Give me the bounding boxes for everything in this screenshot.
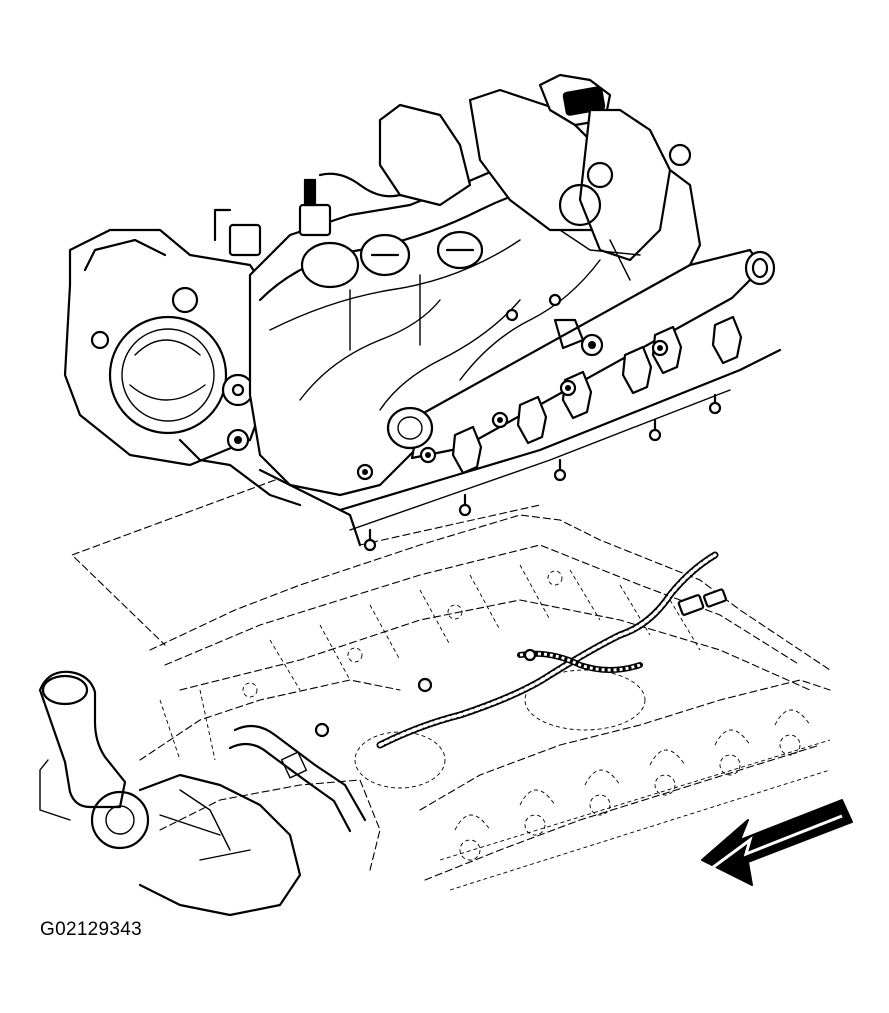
front-cover-components bbox=[38, 670, 367, 917]
alignment-lines bbox=[70, 479, 541, 646]
lower-engine-block bbox=[139, 514, 831, 891]
wire-harness bbox=[314, 551, 727, 749]
figure-id-label: G02129343 bbox=[40, 919, 143, 940]
intake-manifold bbox=[63, 73, 782, 552]
arrow-left-icon bbox=[701, 799, 853, 886]
